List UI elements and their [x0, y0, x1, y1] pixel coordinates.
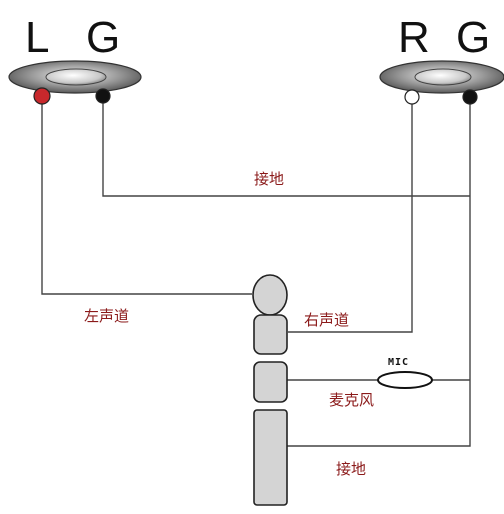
right-signal-terminal — [404, 89, 420, 105]
microphone-label: 麦克风 — [329, 391, 374, 409]
left-signal-terminal — [33, 87, 51, 105]
plug-ring-right — [253, 314, 288, 355]
right-channel-wire — [288, 102, 413, 333]
wires — [41, 100, 471, 447]
mic-tag: MIC — [388, 357, 409, 368]
trrs-plug — [252, 274, 288, 506]
plug-sleeve-ground — [253, 409, 288, 506]
left-ground-terminal — [95, 88, 111, 104]
plug-tip-left — [252, 274, 288, 316]
right-speaker-cone — [414, 68, 472, 86]
right-channel-label: 右声道 — [304, 311, 349, 329]
right-r-label: R — [398, 13, 430, 62]
right-ground-terminal — [462, 89, 478, 105]
ground-label-bottom: 接地 — [336, 460, 366, 478]
left-g-label: G — [86, 13, 120, 62]
right-speaker: R G — [379, 13, 504, 105]
microphone: MIC — [377, 357, 433, 389]
left-speaker: L G — [8, 13, 142, 105]
left-channel-label: 左声道 — [84, 307, 129, 325]
plug-ring-mic — [253, 361, 288, 403]
left-channel-wire — [41, 100, 252, 295]
left-speaker-cone — [45, 68, 107, 86]
ground-label-top: 接地 — [254, 170, 284, 188]
ground-wire-top — [102, 101, 470, 197]
mic-capsule — [377, 371, 433, 389]
left-l-label: L — [25, 13, 49, 62]
right-g-label: G — [456, 13, 490, 62]
ground-wire-right — [287, 101, 471, 447]
